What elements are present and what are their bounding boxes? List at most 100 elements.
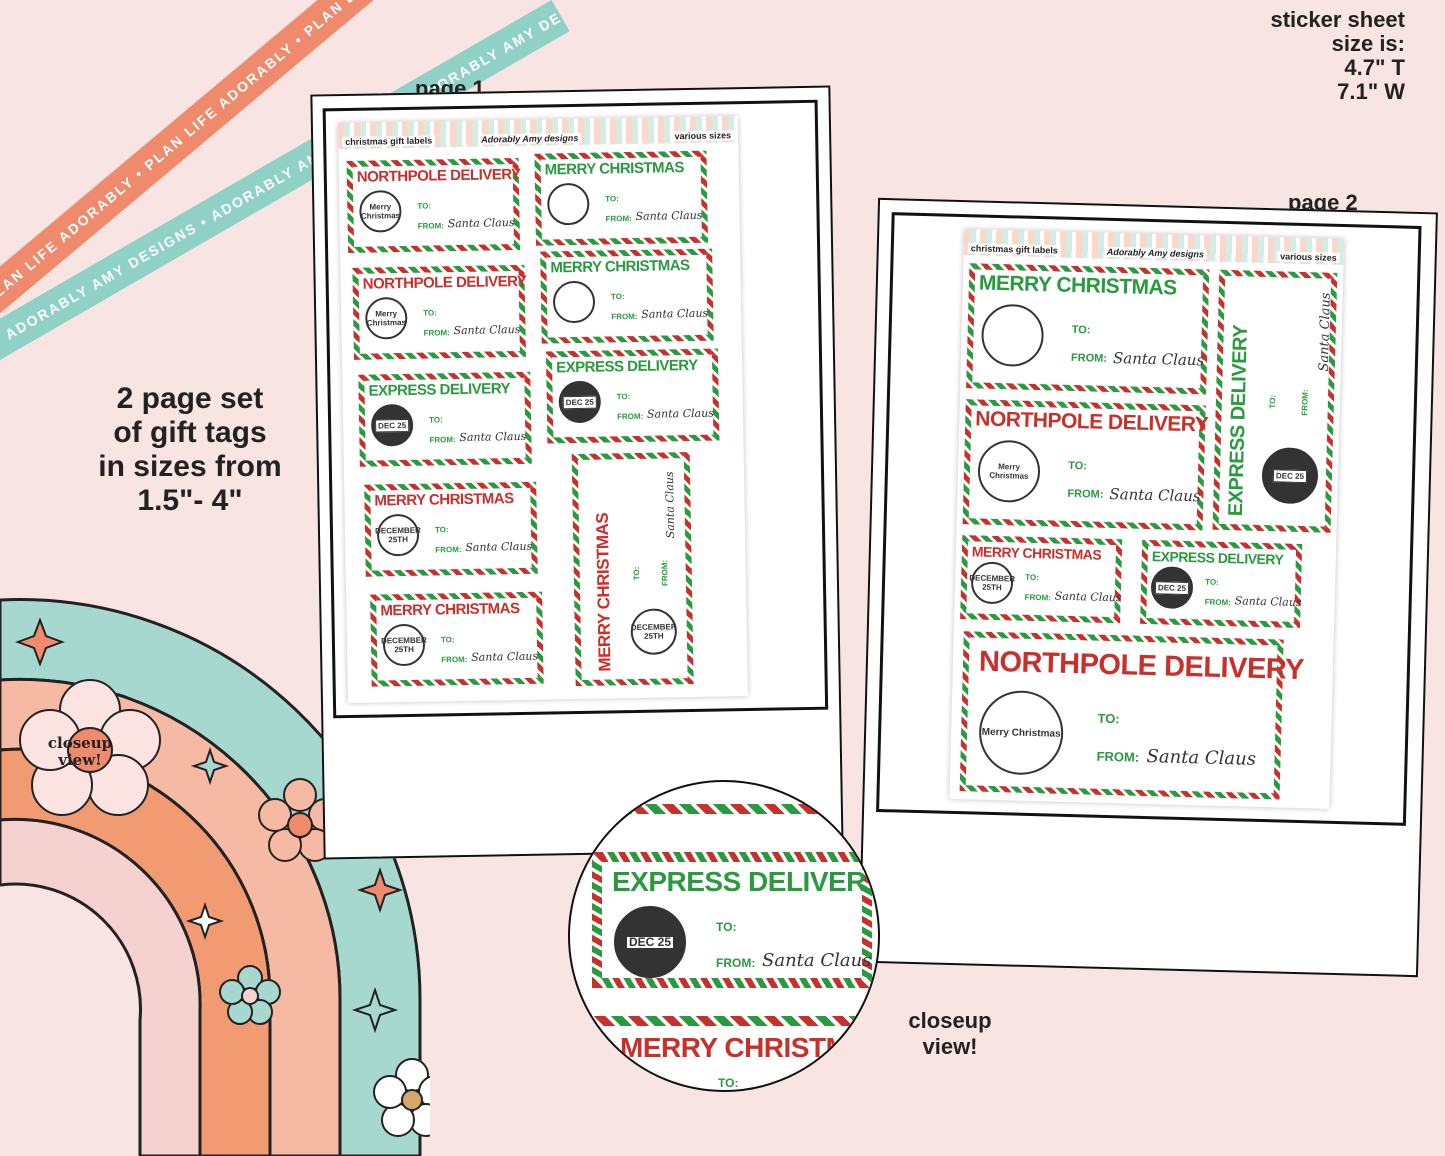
stamp-icon: DECEMBER 25TH (630, 608, 678, 656)
to-label: TO: (610, 292, 625, 302)
signature: Santa Claus (453, 322, 521, 338)
page1-sheet: christmas gift labels Adorably Amy desig… (337, 116, 748, 704)
from-label: FROM: (1300, 389, 1310, 416)
signature: Santa Claus (762, 950, 872, 971)
signature: Santa Claus (662, 471, 678, 539)
caption-line: sticker sheet (1270, 7, 1405, 32)
stamp-icon: DEC 25 (1150, 566, 1194, 610)
stamp-icon (546, 182, 590, 226)
from-label: FROM: (660, 559, 670, 587)
to-label: TO: (1025, 572, 1039, 583)
stamp-text: DECEMBER 25TH (380, 635, 427, 655)
tag-title: MERRY CHRISTMAS (544, 159, 685, 179)
gift-tag: NORTHPOLE DELIVERY Merry Christmas TO: F… (962, 399, 1208, 531)
stamp-text: Merry Christmas (360, 202, 401, 221)
flower-caption: closeup view! (30, 735, 130, 769)
caption-line: view! (58, 751, 102, 769)
tag-title: MERRY CHRISTMAS (620, 1032, 880, 1063)
sheet-size-caption: sticker sheet size is: 4.7" T 7.1" W (1205, 8, 1405, 104)
to-label: TO: (417, 201, 432, 211)
caption-line: closeup (908, 1008, 992, 1033)
gift-tag: NORTHPOLE DELIVERY Merry Christmas TO: F… (352, 264, 527, 360)
to-label: TO: (605, 194, 619, 204)
tag-title: NORTHPOLE DELIVERY (978, 645, 1305, 687)
from-label: FROM: (716, 956, 756, 970)
sparkle-icon (15, 617, 404, 1034)
stamp-icon (552, 280, 596, 324)
from-label: FROM: (1204, 597, 1231, 608)
signature: Santa Claus (1054, 589, 1122, 605)
stamp-text: DEC 25 (1272, 468, 1308, 483)
from-label: FROM: (1070, 351, 1108, 365)
to-label: TO: (631, 566, 642, 581)
tag-title: MERRY CHRISTMAS (550, 257, 690, 277)
stamp-text: DECEMBER 25TH (375, 525, 421, 545)
stamp-text: DEC 25 (1154, 580, 1190, 595)
signature: Santa Claus (471, 649, 539, 664)
caption-line: 1.5"- 4" (137, 484, 243, 517)
page2-polaroid: christmas gift labels Adorably Amy desig… (858, 197, 1438, 978)
gift-tag: MERRY CHRISTMAS TO: FROM: Santa Claus (966, 263, 1210, 395)
caption-line: in sizes from (98, 450, 282, 483)
stamp-text: Merry Christmas (366, 309, 406, 328)
stamp-text: DEC 25 (375, 418, 410, 433)
to-label: TO: (440, 635, 455, 645)
stripe-border (570, 1016, 878, 1026)
signature: Santa Claus (447, 216, 515, 231)
signature: Santa Claus (1109, 484, 1201, 506)
flower-icon (219, 965, 281, 1025)
sheet-subtitle: various sizes (671, 130, 735, 142)
signature: Santa Claus (1234, 594, 1302, 610)
set-description: 2 page set of gift tags in sizes from 1.… (60, 382, 320, 518)
stamp-text: DECEMBER 25TH (969, 573, 1016, 593)
tag-title: EXPRESS DELIVERY (1151, 548, 1284, 568)
from-label: FROM: (1067, 487, 1104, 501)
tag-title: EXPRESS DELIVERY (612, 866, 880, 897)
tag-title: MERRY CHRISTMAS (592, 512, 615, 672)
closeup-circle: EXPRESS DELIVERY DEC 25 TO: FROM: Santa … (568, 780, 880, 1092)
tag-title: MERRY CHRISTMAS (380, 600, 520, 620)
stamp-text: Merry Christmas (989, 462, 1029, 481)
to-label: TO: (1205, 577, 1219, 587)
signature: Santa Claus (646, 406, 714, 421)
to-label: TO: (718, 1076, 739, 1090)
tag-title: MERRY CHRISTMAS (978, 271, 1178, 300)
sheet-title: christmas gift labels (342, 135, 436, 148)
from-label: FROM: (1096, 748, 1140, 765)
stamp-icon: DEC 25 (558, 380, 602, 424)
to-label: TO: (1067, 459, 1088, 473)
to-label: TO: (1097, 710, 1120, 727)
caption-line: view! (922, 1034, 978, 1059)
sheet-header: christmas gift labels Adorably Amy desig… (337, 116, 739, 150)
signature: Santa Claus (641, 306, 709, 321)
gift-tag: MERRY CHRISTMAS TO: FROM: Santa Claus (534, 150, 709, 246)
stamp-text: DEC 25 (562, 395, 597, 409)
to-label: TO: (616, 392, 631, 402)
stamp-icon: Merry Christmas (359, 190, 402, 233)
tag-title: MERRY CHRISTMAS (374, 490, 514, 510)
page2-frame: christmas gift labels Adorably Amy desig… (876, 212, 1422, 826)
signature: Santa Claus (459, 429, 527, 445)
stamp-text: Merry Christmas (981, 726, 1061, 740)
signature: Santa Claus (1112, 349, 1205, 370)
tag-title: EXPRESS DELIVERY (1224, 324, 1252, 517)
to-label: TO: (1071, 323, 1091, 337)
stamp-text: DEC 25 (625, 935, 675, 949)
from-label: FROM: (417, 221, 444, 231)
to-label: TO: (716, 920, 737, 934)
to-label: TO: (428, 415, 443, 425)
closeup-tag: EXPRESS DELIVERY DEC 25 TO: FROM: Santa … (592, 852, 878, 988)
to-label: TO: (423, 308, 437, 318)
brand-logo: Adorably Amy designs (1103, 246, 1208, 260)
stamp-icon: Merry Christmas (978, 689, 1065, 776)
caption-line: closeup (47, 734, 113, 752)
from-label: FROM: (1024, 592, 1052, 603)
sheet-title: christmas gift labels (967, 243, 1061, 256)
stamp-icon: DECEMBER 25TH (380, 623, 427, 667)
to-label: TO: (434, 525, 449, 535)
tag-title: NORTHPOLE DELIVERY (356, 165, 521, 186)
gift-tag: MERRY CHRISTMAS TO: FROM: Santa Claus (540, 248, 714, 344)
gift-tag: EXPRESS DELIVERY DEC 25 TO: FROM: Santa … (545, 348, 720, 444)
stamp-icon: DEC 25 (1261, 446, 1319, 505)
gift-tag: EXPRESS DELIVERY DEC 25 TO: FROM: Santa … (1140, 539, 1303, 628)
